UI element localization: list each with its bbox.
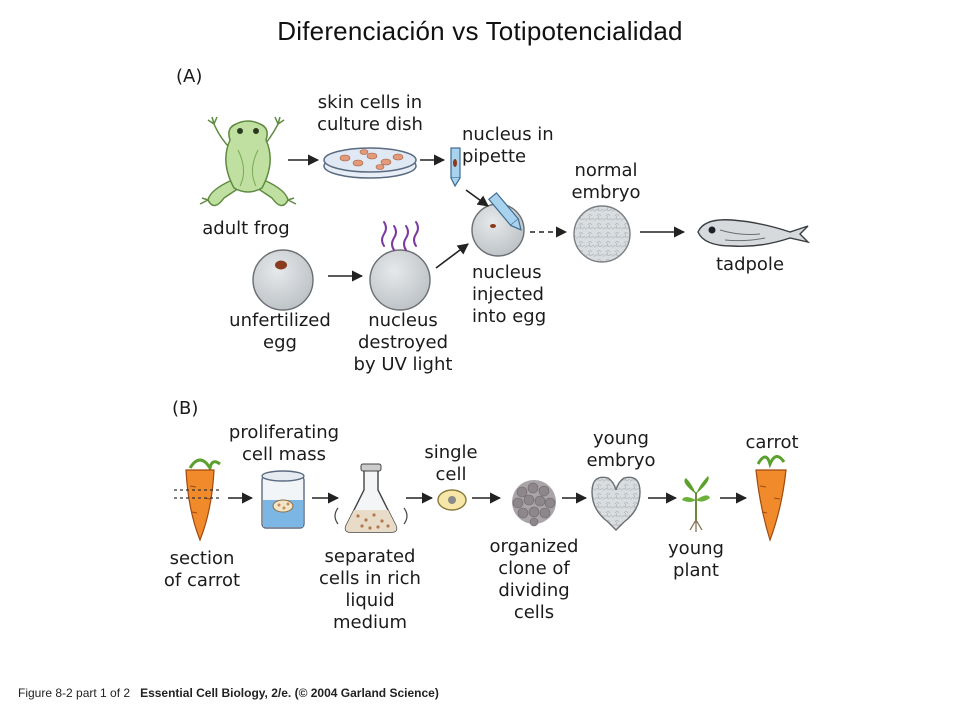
label-line: cells in rich	[319, 568, 421, 589]
label-line: culture dish	[317, 114, 423, 135]
label-line: nucleus	[368, 310, 438, 331]
label-line: nucleus	[472, 262, 542, 283]
label-line: section	[169, 548, 235, 569]
label-line: by UV light	[353, 354, 453, 375]
label-line: destroyed	[357, 332, 449, 353]
cell-clone-icon	[512, 480, 556, 527]
frog-icon	[199, 116, 297, 207]
label-normal-embryo: normal embryo	[556, 160, 656, 204]
culture-dish-icon	[323, 147, 417, 179]
label-line: proliferating	[228, 422, 340, 443]
label-line: plant	[673, 560, 719, 581]
label-unfertilized-egg: unfertilized egg	[210, 310, 350, 354]
label-proliferating: proliferating cell mass	[212, 422, 356, 466]
young-plant-icon	[682, 476, 710, 532]
panel-b-tag: (B)	[172, 398, 199, 419]
label-young-plant: young plant	[654, 538, 738, 582]
panel-a-tag: (A)	[176, 66, 203, 87]
label-line: dividing	[498, 580, 570, 601]
carrot-section-icon	[174, 458, 222, 542]
label-line: embryo	[571, 182, 641, 203]
culture-jar-icon	[261, 470, 305, 529]
label-line: separated	[324, 546, 416, 567]
label-line: liquid	[345, 590, 395, 611]
label-line: young	[593, 428, 649, 449]
label-carrot: carrot	[745, 432, 799, 453]
label-line: medium	[333, 612, 407, 633]
label-line: into egg	[472, 306, 547, 327]
label-adult-frog: adult frog	[202, 218, 290, 239]
carrot-icon	[755, 455, 787, 542]
label-line: normal	[574, 160, 638, 181]
label-tadpole: tadpole	[715, 254, 785, 275]
pipette-icon	[450, 147, 461, 188]
label-nucleus-pipette: nucleus in pipette	[462, 124, 572, 168]
label-line: young	[668, 538, 724, 559]
label-line: organized	[489, 536, 579, 557]
unfertilized-egg-icon	[252, 249, 314, 311]
label-line: injected	[472, 284, 544, 305]
label-line: cells	[513, 602, 555, 623]
figure-source: Essential Cell Biology, 2/e. (© 2004 Gar…	[140, 686, 439, 700]
young-embryo-icon	[591, 476, 641, 531]
label-line: egg	[263, 332, 297, 353]
label-line: cell	[435, 464, 467, 485]
label-section-carrot: section of carrot	[148, 548, 256, 592]
figure-number: Figure 8-2 part 1 of 2	[18, 686, 131, 700]
label-organized-clone: organized clone of dividing cells	[476, 536, 592, 624]
figure-footer: Figure 8-2 part 1 of 2 Essential Cell Bi…	[18, 686, 439, 700]
label-line: unfertilized	[229, 310, 331, 331]
label-line: single	[424, 442, 478, 463]
label-line: skin cells in	[317, 92, 423, 113]
label-skin-cells: skin cells in culture dish	[300, 92, 440, 136]
embryo-icon	[573, 205, 631, 263]
label-nucleus-injected: nucleus injected into egg	[472, 262, 572, 328]
label-line: nucleus in	[462, 124, 554, 145]
label-line: of carrot	[163, 570, 241, 591]
tadpole-icon	[697, 219, 811, 248]
label-line: pipette	[462, 146, 527, 167]
slide-title: Diferenciación vs Totipotencialidad	[277, 16, 683, 46]
uv-egg-icon	[369, 221, 431, 311]
flask-icon	[334, 463, 408, 533]
label-single-cell: single cell	[414, 442, 488, 486]
label-line: cell mass	[241, 444, 326, 465]
label-line: clone of	[498, 558, 570, 579]
label-separated: separated cells in rich liquid medium	[308, 546, 432, 634]
label-nucleus-destroyed: nucleus destroyed by UV light	[338, 310, 468, 376]
injected-egg-icon	[471, 192, 525, 257]
label-line: embryo	[586, 450, 656, 471]
label-young-embryo: young embryo	[576, 428, 666, 472]
single-cell-icon	[437, 489, 467, 511]
